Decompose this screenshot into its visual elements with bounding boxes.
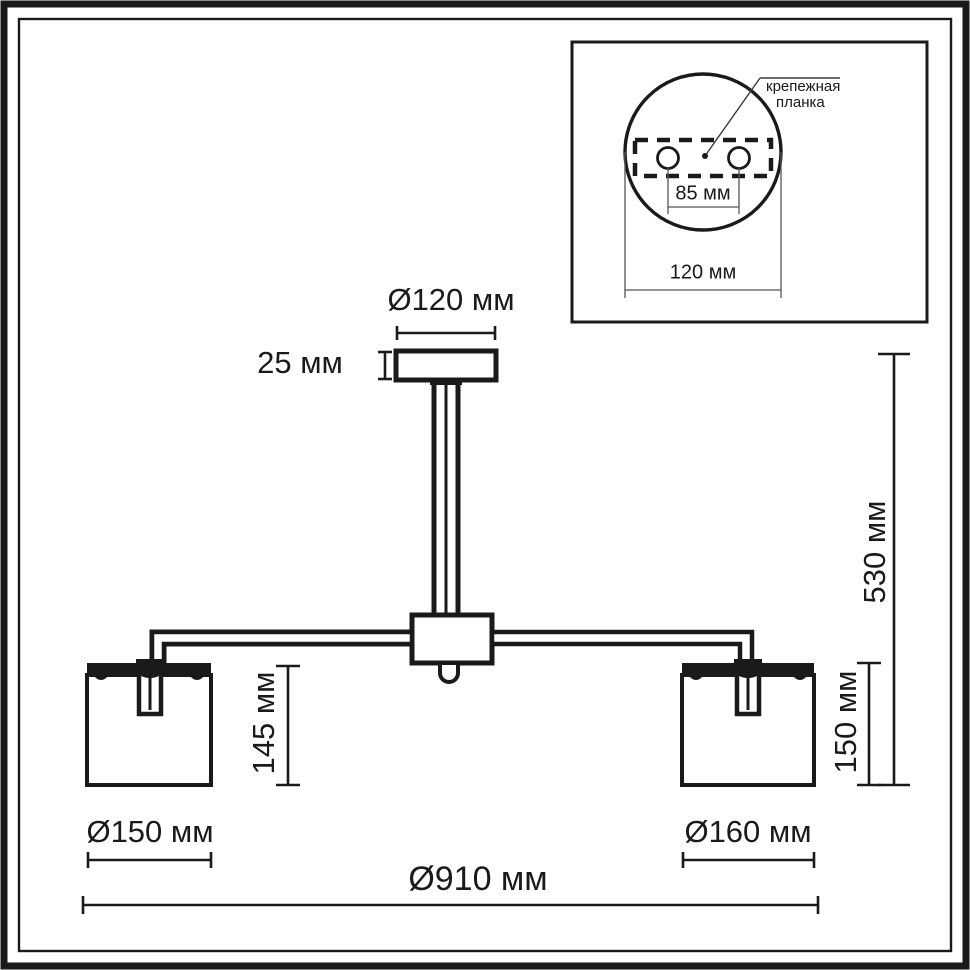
dim-label-d120: Ø120 мм [387,282,514,317]
callout-label-line2: планка [776,94,825,111]
dim-label-150mm-vertical: 150 мм [828,671,863,774]
dim-120mm [624,152,782,298]
dim-85mm [667,167,740,214]
dim-label-120mm: 120 мм [670,261,736,283]
dim-label-25mm: 25 мм [257,345,343,380]
right-shade-assembly [680,659,816,787]
left-arm [149,629,415,668]
screw-hole-right [727,146,751,170]
dim-overall-width [81,896,820,914]
junction-box-nub [438,661,460,684]
fixture-elevation [85,348,816,787]
dim-shade-height-left [276,664,300,787]
callout-label-line1: крепежная [766,78,840,95]
right-arm [489,629,755,668]
mounting-plate-inset: крепежная планка 85 мм 120 мм [570,40,929,324]
left-socket-cap [136,659,164,678]
rod-collar-top [430,378,462,385]
dim-label-530mm: 530 мм [857,501,892,604]
canopy-plate [393,348,499,383]
dim-left-shade-diameter [86,852,213,868]
screw-hole-left [656,146,680,170]
dim-label-145mm: 145 мм [246,672,281,775]
center-junction-box [409,612,495,666]
right-socket-cap [734,659,762,678]
dim-label-d150: Ø150 мм [86,814,213,849]
dim-label-d910: Ø910 мм [408,860,547,898]
callout-leader [702,77,840,159]
dim-label-d160: Ø160 мм [684,814,811,849]
mounting-bar-dashed [632,137,774,179]
dim-right-shade-diameter [681,852,816,868]
dim-label-85mm: 85 мм [675,182,730,204]
dim-total-height [878,352,910,787]
dim-shade-height-right [857,661,881,787]
left-shade-assembly [85,659,213,787]
dim-canopy-thickness [378,350,392,381]
dim-canopy-diameter [395,326,497,340]
